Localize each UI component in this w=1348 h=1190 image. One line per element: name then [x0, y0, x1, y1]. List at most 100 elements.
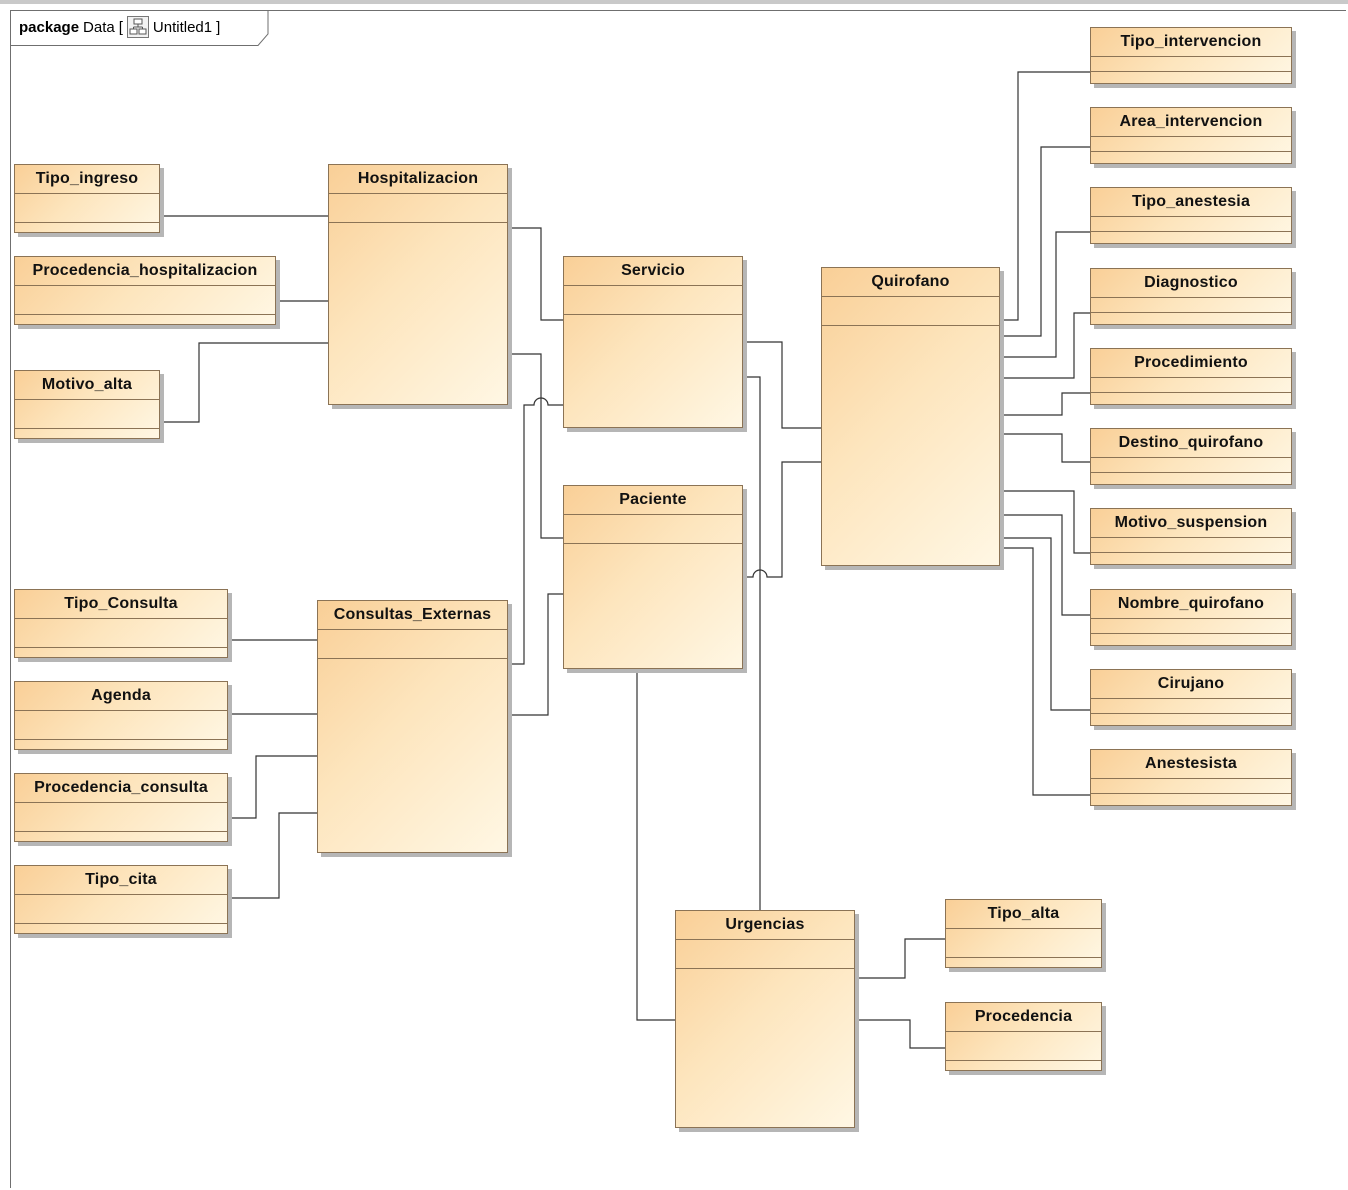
class-name: Tipo_alta [946, 900, 1101, 929]
attributes-compartment [15, 711, 227, 740]
connector-nombre-quirofano [1000, 514, 1090, 616]
connector-motivo-suspension [1000, 490, 1090, 554]
connector-servicio-urgencias [743, 376, 761, 910]
attributes-compartment [564, 515, 742, 544]
class-name: Urgencias [676, 911, 854, 940]
class-diagnostico[interactable]: Diagnostico [1090, 268, 1292, 325]
class-motivo-suspension[interactable]: Motivo_suspension [1090, 508, 1292, 565]
connector-consultas-servicio [508, 397, 563, 665]
class-name: Diagnostico [1091, 269, 1291, 298]
class-name: Quirofano [822, 268, 999, 297]
class-consultas-externas[interactable]: Consultas_Externas [317, 600, 508, 853]
class-tipo-consulta[interactable]: Tipo_Consulta [14, 589, 228, 658]
class-name: Tipo_ingreso [15, 165, 159, 194]
attributes-compartment [822, 297, 999, 326]
attributes-compartment [1091, 378, 1291, 393]
class-hospitalizacion[interactable]: Hospitalizacion [328, 164, 508, 405]
class-cirujano[interactable]: Cirujano [1090, 669, 1292, 726]
class-procedencia-consulta[interactable]: Procedencia_consulta [14, 773, 228, 842]
connector-motivo-alta [160, 342, 328, 423]
class-procedencia-hospitalizacion[interactable]: Procedencia_hospitalizacion [14, 256, 276, 325]
package-keyword: package [19, 18, 80, 36]
class-name: Tipo_cita [15, 866, 227, 895]
class-name: Consultas_Externas [318, 601, 507, 630]
class-procedimiento[interactable]: Procedimiento [1090, 348, 1292, 405]
class-name: Anestesista [1091, 750, 1291, 779]
class-diagram-icon [126, 16, 149, 38]
connector-tipo-anestesia [1000, 231, 1090, 358]
class-name: Procedencia [946, 1003, 1101, 1032]
class-tipo-anestesia[interactable]: Tipo_anestesia [1090, 187, 1292, 244]
class-motivo-alta[interactable]: Motivo_alta [14, 370, 160, 439]
class-servicio[interactable]: Servicio [563, 256, 743, 428]
window-top-edge [0, 0, 1348, 4]
class-procedencia[interactable]: Procedencia [945, 1002, 1102, 1071]
class-name: Tipo_intervencion [1091, 28, 1291, 57]
class-quirofano[interactable]: Quirofano [821, 267, 1000, 566]
class-tipo-intervencion[interactable]: Tipo_intervencion [1090, 27, 1292, 84]
connector-destino-quirofano [1000, 433, 1090, 463]
connector-procedencia-consulta [228, 755, 317, 819]
attributes-compartment [564, 286, 742, 315]
connector-hospitalizacion-paciente [508, 353, 563, 539]
attributes-compartment [15, 194, 159, 223]
class-urgencias[interactable]: Urgencias [675, 910, 855, 1128]
connector-consultas-paciente [508, 593, 563, 716]
class-agenda[interactable]: Agenda [14, 681, 228, 750]
attributes-compartment [1091, 538, 1291, 553]
class-tipo-cita[interactable]: Tipo_cita [14, 865, 228, 934]
attributes-compartment [15, 803, 227, 832]
attributes-compartment [1091, 619, 1291, 634]
class-name: Tipo_anestesia [1091, 188, 1291, 217]
connector-area-intervencion [1000, 146, 1090, 337]
package-frame [10, 10, 1346, 1188]
attributes-compartment [1091, 458, 1291, 473]
package-name: Data [83, 18, 115, 36]
package-label: package Data[ Untitled1] [19, 16, 220, 38]
attributes-compartment [1091, 137, 1291, 152]
class-name: Nombre_quirofano [1091, 590, 1291, 619]
connector-paciente-quirofano [743, 461, 821, 578]
connector-procedencia [855, 1019, 945, 1049]
class-name: Hospitalizacion [329, 165, 507, 194]
attributes-compartment [15, 286, 275, 315]
class-paciente[interactable]: Paciente [563, 485, 743, 669]
class-name: Servicio [564, 257, 742, 286]
class-name: Procedencia_hospitalizacion [15, 257, 275, 286]
connector-anestesista [1000, 547, 1090, 796]
connector-cirujano [1000, 537, 1090, 711]
class-destino-quirofano[interactable]: Destino_quirofano [1090, 428, 1292, 485]
class-area-intervencion[interactable]: Area_intervencion [1090, 107, 1292, 164]
class-name: Procedencia_consulta [15, 774, 227, 803]
class-nombre-quirofano[interactable]: Nombre_quirofano [1090, 589, 1292, 646]
connector-paciente-urgencias [636, 669, 675, 1021]
attributes-compartment [1091, 57, 1291, 72]
attributes-compartment [15, 619, 227, 648]
diagram-name: Untitled1 [152, 18, 213, 36]
class-name: Procedimiento [1091, 349, 1291, 378]
attributes-compartment [1091, 779, 1291, 794]
attributes-compartment [676, 940, 854, 969]
attributes-compartment [1091, 298, 1291, 313]
connector-hospitalizacion-servicio [508, 227, 563, 321]
attributes-compartment [15, 895, 227, 924]
attributes-compartment [15, 400, 159, 429]
class-name: Motivo_suspension [1091, 509, 1291, 538]
class-name: Cirujano [1091, 670, 1291, 699]
class-tipo-alta[interactable]: Tipo_alta [945, 899, 1102, 968]
attributes-compartment [946, 1032, 1101, 1061]
attributes-compartment [329, 194, 507, 223]
attributes-compartment [318, 630, 507, 659]
attributes-compartment [1091, 699, 1291, 714]
class-name: Motivo_alta [15, 371, 159, 400]
class-name: Destino_quirofano [1091, 429, 1291, 458]
class-name: Paciente [564, 486, 742, 515]
attributes-compartment [946, 929, 1101, 958]
connector-diagnostico [1000, 312, 1090, 379]
class-anestesista[interactable]: Anestesista [1090, 749, 1292, 806]
connector-procedimiento [1000, 392, 1090, 416]
class-tipo-ingreso[interactable]: Tipo_ingreso [14, 164, 160, 233]
connector-tipo-alta [855, 938, 945, 979]
connector-servicio-quirofano [743, 341, 821, 429]
